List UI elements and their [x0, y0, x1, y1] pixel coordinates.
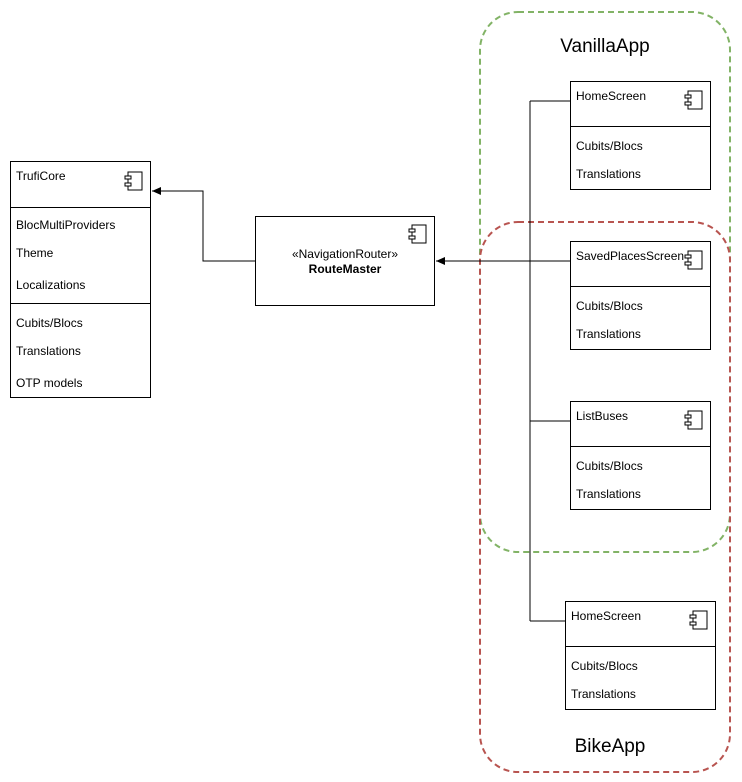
attribute: Translations	[571, 687, 636, 701]
attribute: Translations	[16, 344, 81, 358]
component-title: TrufiCore	[16, 169, 66, 183]
attribute: Cubits/Blocs	[576, 139, 643, 153]
component-title: HomeScreen	[571, 609, 642, 623]
attribute: Cubits/Blocs	[576, 299, 643, 313]
bike-app-group-outline	[479, 221, 731, 773]
attribute: Cubits/Blocs	[576, 459, 643, 473]
divider	[571, 446, 710, 447]
component-icon	[124, 171, 143, 191]
attribute: Translations	[576, 487, 641, 501]
component-title: SavedPlacesScreen	[576, 249, 685, 263]
component-icon	[684, 410, 703, 430]
component-name: RouteMaster	[308, 262, 382, 276]
homescreen-component[interactable]: HomeScreen Cubits/Blocs Translations	[570, 81, 711, 190]
component-title: ListBuses	[576, 409, 629, 423]
component-title: HomeScreen	[576, 89, 647, 103]
component-icon	[408, 224, 427, 244]
attribute: Localizations	[16, 278, 86, 292]
divider	[571, 126, 710, 127]
bike-app-label: BikeApp	[574, 736, 646, 757]
attribute: Translations	[576, 327, 641, 341]
attribute: BlocMultiProviders	[16, 218, 116, 232]
divider	[11, 207, 150, 208]
component-icon	[684, 250, 703, 270]
truficore-component[interactable]: TrufiCore BlocMultiProviders Theme Local…	[10, 161, 151, 398]
vanilla-app-label: VanillaApp	[560, 36, 650, 57]
attribute: OTP models	[16, 376, 83, 390]
attribute: Cubits/Blocs	[571, 659, 638, 673]
stereotype-label: «NavigationRouter»	[291, 247, 399, 261]
savedplacesscreen-component[interactable]: SavedPlacesScreen Cubits/Blocs Translati…	[570, 241, 711, 350]
divider	[566, 646, 715, 647]
listbuses-component[interactable]: ListBuses Cubits/Blocs Translations	[570, 401, 711, 510]
attribute: Theme	[16, 246, 54, 260]
attribute: Cubits/Blocs	[16, 316, 83, 330]
attribute: Translations	[576, 167, 641, 181]
component-icon	[684, 90, 703, 110]
routemaster-component[interactable]: «NavigationRouter» RouteMaster	[255, 216, 435, 306]
homescreen-bike-component[interactable]: HomeScreen Cubits/Blocs Translations	[565, 601, 716, 710]
divider	[11, 303, 150, 304]
component-icon	[689, 610, 708, 630]
divider	[571, 286, 710, 287]
connector-routemaster-to-truficore	[152, 187, 255, 262]
